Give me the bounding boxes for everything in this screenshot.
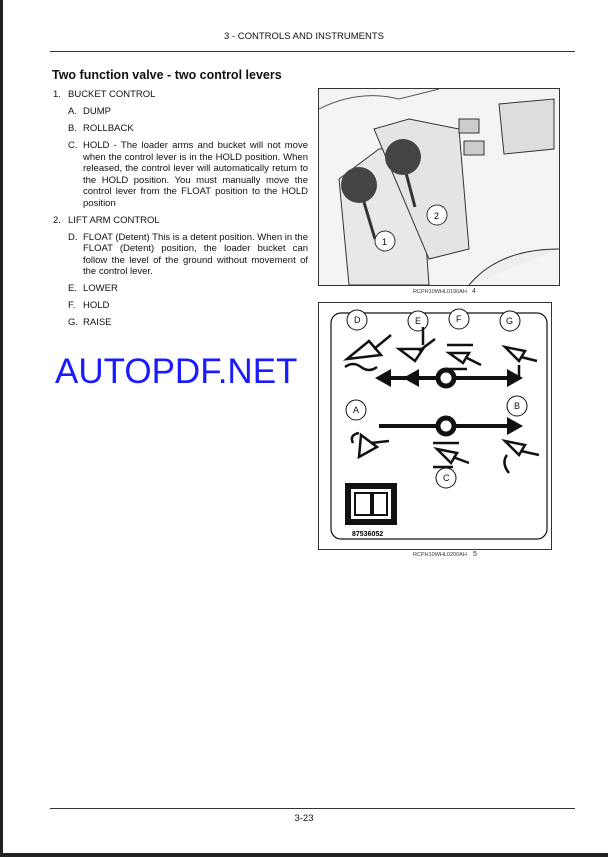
list-item: A.DUMP <box>68 106 111 117</box>
list-item: 2.LIFT ARM CONTROL <box>53 214 160 226</box>
label-a: A <box>353 405 359 415</box>
list-item: F.HOLD <box>68 300 110 311</box>
list-item: B.ROLLBACK <box>68 123 134 134</box>
footer-rule <box>50 808 575 809</box>
figure-caption: RCPH10WHL0200AH <box>413 552 467 558</box>
figure-number: 4 <box>472 288 476 295</box>
control-levers-photo: 1 2 <box>318 88 560 286</box>
label-d: D <box>354 315 361 325</box>
scan-edge <box>0 0 3 857</box>
control-list: 1.BUCKET CONTROL A.DUMP B.ROLLBACK C.HOL… <box>53 89 308 334</box>
page-number: 3-23 <box>294 813 314 824</box>
label-e: E <box>415 316 421 326</box>
label-c: C <box>443 473 450 483</box>
section-title: Two function valve - two control levers <box>52 68 282 82</box>
levers-illustration: 1 2 <box>318 88 560 286</box>
header-rule <box>50 51 575 52</box>
list-item: C.HOLD - The loader arms and bucket will… <box>68 140 308 209</box>
label-b: B <box>514 401 520 411</box>
list-item: 1.BUCKET CONTROL <box>53 89 156 100</box>
control-decal: D E F G A B C 87536052 <box>318 302 552 550</box>
list-item: G.RAISE <box>68 317 112 328</box>
callout-1: 1 <box>382 237 387 247</box>
section-header: 3 - CONTROLS AND INSTRUMENTS <box>224 31 384 42</box>
list-item: D.FLOAT (Detent) This is a detent positi… <box>68 231 308 278</box>
list-item: E.LOWER <box>68 283 118 294</box>
scan-edge-bottom <box>0 853 608 857</box>
figure-number: 5 <box>473 551 477 558</box>
figure-caption: RCPH10WHL0190AH <box>413 289 467 295</box>
watermark: AUTOPDF.NET <box>55 352 298 391</box>
label-f: F <box>456 314 462 324</box>
callout-2: 2 <box>434 211 439 221</box>
label-g: G <box>506 316 513 326</box>
decal-illustration: D E F G A B C 87536052 <box>330 308 548 540</box>
decal-number: 87536052 <box>352 531 383 538</box>
